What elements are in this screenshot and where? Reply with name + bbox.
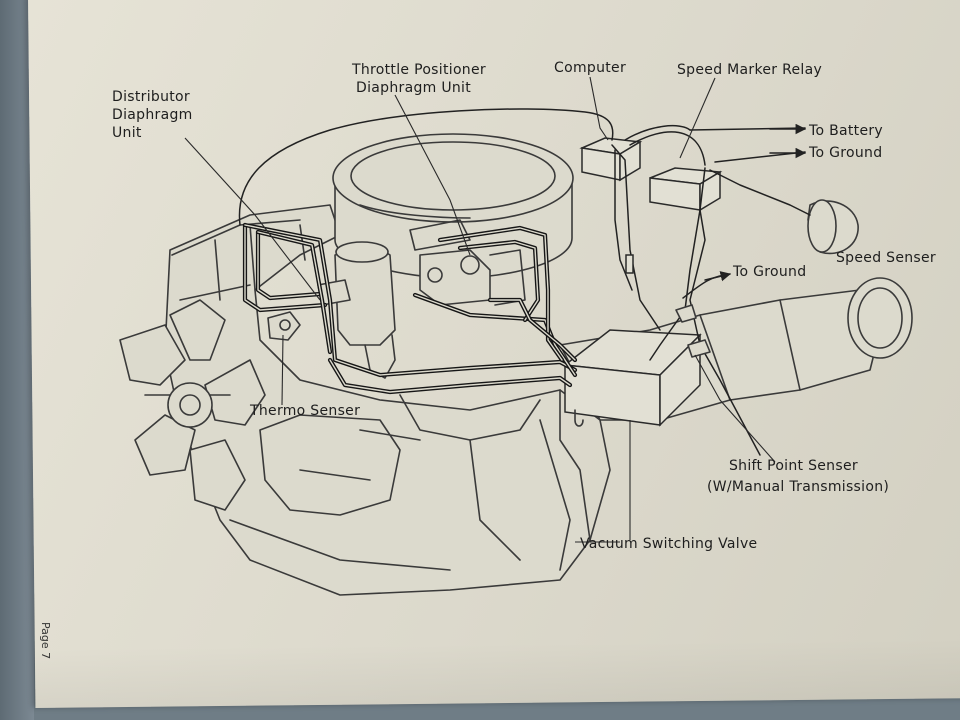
label-to-ground-top: To Ground xyxy=(808,145,882,161)
label-to-ground-mid: To Ground xyxy=(732,264,806,280)
computer-unit[interactable] xyxy=(579,137,643,182)
diagram-labels: Distributor Diaphragm Unit Throttle Posi… xyxy=(112,60,936,552)
label-computer: Computer xyxy=(554,60,626,76)
label-throttle-line2: Diaphragm Unit xyxy=(356,80,471,96)
air-cleaner xyxy=(332,133,574,279)
label-speed-marker-relay: Speed Marker Relay xyxy=(677,62,822,78)
label-vacuum-switching-valve: Vacuum Switching Valve xyxy=(580,536,757,552)
callout-leaders xyxy=(184,76,776,543)
engine-block xyxy=(164,204,591,596)
label-distributor-line3: Unit xyxy=(112,125,142,141)
speed-senser xyxy=(807,199,859,255)
signal-arrows xyxy=(704,123,807,282)
distributor xyxy=(317,241,396,379)
label-distributor-line2: Diaphragm xyxy=(112,107,193,123)
engine-fan xyxy=(119,299,266,511)
vacuum-hoses xyxy=(242,222,578,395)
vacuum-switching-valve[interactable] xyxy=(563,329,702,427)
thermo-senser xyxy=(267,311,301,341)
speed-marker-relay-unit[interactable] xyxy=(649,167,723,212)
label-to-battery: To Battery xyxy=(808,123,883,139)
label-speed-senser: Speed Senser xyxy=(836,250,936,266)
label-distributor-line1: Distributor xyxy=(112,89,190,105)
page-number: Page 7 xyxy=(39,622,52,660)
throttle-positioner xyxy=(409,219,526,306)
label-shift-point-line1: Shift Point Senser xyxy=(729,458,858,474)
label-throttle-line1: Throttle Positioner xyxy=(351,62,486,78)
label-thermo-senser: Thermo Senser xyxy=(249,403,360,419)
label-shift-point-line2: (W/Manual Transmission) xyxy=(707,479,889,495)
